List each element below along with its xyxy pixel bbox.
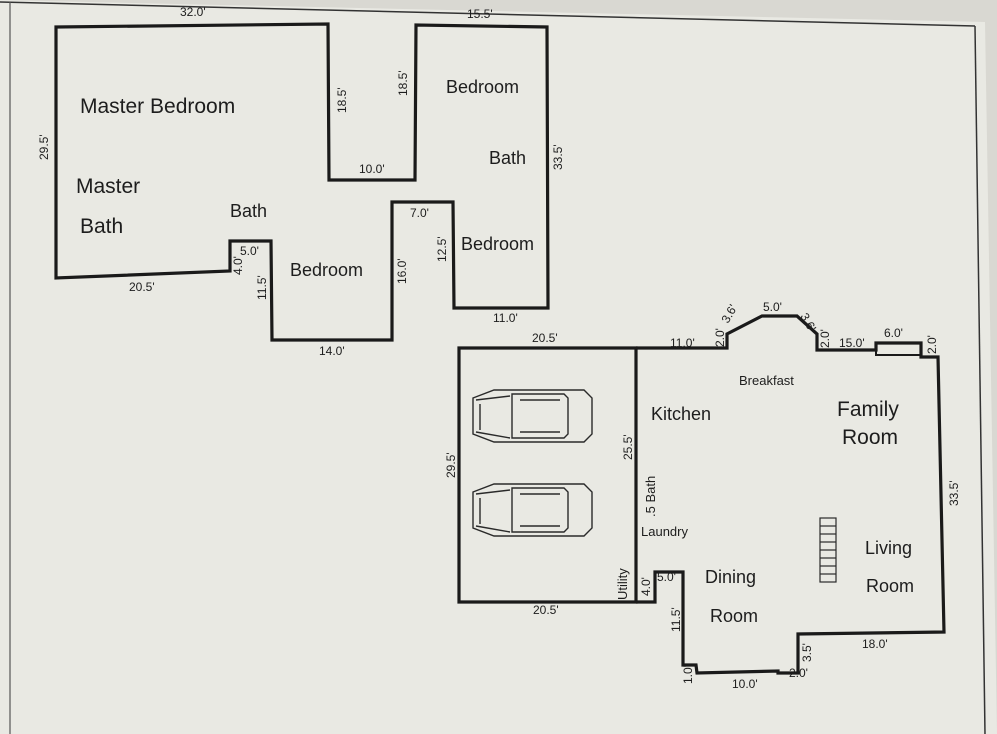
living-room-label-line2: Room [866,576,914,596]
dim-upper-bottom-left: 20.5' [129,280,155,294]
bedroom-center-label: Bedroom [290,260,363,280]
dim-upper-inner-side: 12.5' [435,236,449,262]
dim-upper-center-bottom: 14.0' [319,344,345,358]
dim-upper-left-side: 29.5' [37,134,51,160]
dim-kitchen-side: 25.5' [621,434,635,460]
dim-fireplace: 6.0' [884,326,903,340]
master-bath-label-line2: Bath [80,215,123,238]
dim-upper-notch-left: 18.5' [335,87,349,113]
bedroom-top-right-label: Bedroom [446,77,519,97]
family-room-label-line2: Room [842,426,898,449]
living-room-label-line1: Living [865,538,912,558]
house-outline [636,314,946,675]
dim-dining-bottom: 10.0' [732,677,758,691]
dim-bay-a-v: 2.0' [713,328,727,347]
dim-upper-top-right: 15.5' [467,7,493,21]
dim-upper-small-step-v: 4.0' [231,256,245,275]
half-bath-label: .5 Bath [643,476,658,517]
dim-bay-top: 5.0' [763,300,782,314]
dining-room-label-line1: Dining [705,567,756,587]
dim-bay-b-v: 2.0' [818,329,832,348]
dim-lower-bottom-right: 18.0' [862,637,888,651]
master-bedroom-label: Master Bedroom [80,95,235,118]
dim-garage-bottom: 20.5' [533,603,559,617]
dim-upper-notch-right: 18.5' [396,70,410,96]
dining-room-label-line2: Room [710,606,758,626]
master-bath-label-line1: Master [76,175,140,198]
bath-right-label: Bath [489,148,526,168]
breakfast-label: Breakfast [739,373,794,388]
car-top [472,389,593,443]
dim-upper-top-left: 32.0' [180,5,206,19]
hall-bath-label: Bath [230,201,267,221]
dim-upper-inner-top: 7.0' [410,206,429,220]
dim-lower-top-b: 15.0' [839,336,865,350]
kitchen-label: Kitchen [651,404,711,424]
dim-garage-left: 29.5' [444,452,458,478]
laundry-label: Laundry [641,524,688,539]
dim-lower-top-c-v: 2.0' [925,335,939,354]
bedroom-mid-right-label: Bedroom [461,234,534,254]
dim-step-v: 3.5' [800,643,814,662]
dim-lower-right-side: 33.5' [947,480,961,506]
dim-utility-v: 4.0' [639,577,653,596]
dim-upper-small-step-h: 5.0' [240,244,259,258]
upper-floor: Master Bedroom Master Bath Bath Bedroom … [37,5,565,358]
fireplace [875,342,922,356]
dim-dining-corner-v: 1.0' [681,665,695,684]
dim-upper-center-left: 11.5' [255,275,269,300]
family-room-label-line1: Family [837,398,899,421]
car-bottom [472,483,593,537]
sheet-edge-top [0,1,976,27]
dim-utility-h: 5.0' [657,570,676,584]
dim-upper-center-right: 16.0' [395,258,409,284]
dim-upper-right-side: 33.5' [551,144,565,170]
sheet-edge-right [974,25,986,734]
dim-upper-bottom-right: 11.0' [493,311,518,325]
utility-label: Utility [615,568,630,600]
dim-dining-left: 11.5' [669,607,683,632]
upper-floor-outline [54,22,550,342]
lower-floor: Breakfast Kitchen Family Room .5 Bath La… [444,300,961,691]
dim-lower-top-a: 11.0' [670,336,695,350]
dim-garage-top: 20.5' [532,331,558,345]
stairs [819,517,837,583]
dim-step-h: 2.0' [789,666,808,680]
dim-upper-notch-bottom: 10.0' [359,162,385,176]
